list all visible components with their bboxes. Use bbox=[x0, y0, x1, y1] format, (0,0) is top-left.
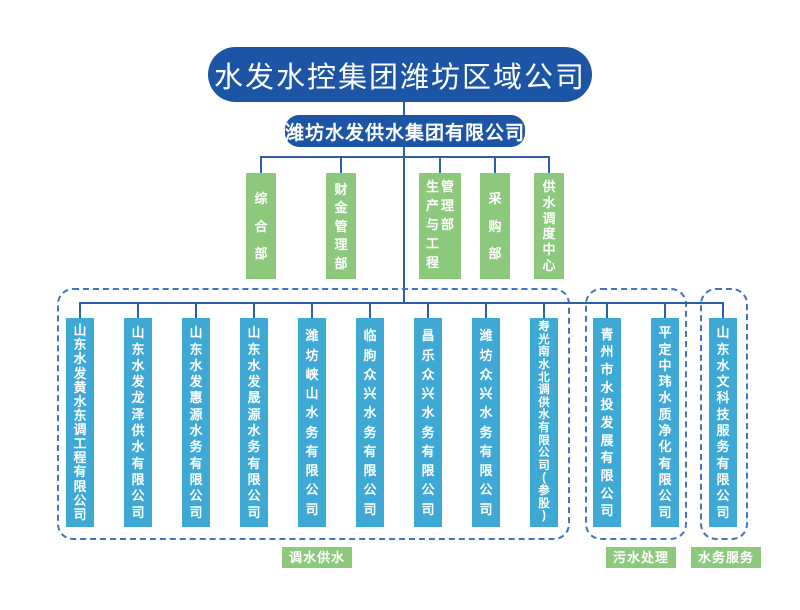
segment-outline-water-supply bbox=[57, 288, 570, 540]
dept-node-production-engineering: 生产与工程 管理部 bbox=[419, 173, 461, 279]
connector-dept-stub bbox=[439, 156, 441, 174]
connector-company-stub bbox=[427, 302, 429, 318]
connector-company-stub bbox=[369, 302, 371, 318]
connector-company-stub bbox=[664, 302, 666, 318]
connector-dept-stub bbox=[260, 156, 262, 174]
dept-node-general-office: 综合部 bbox=[246, 173, 276, 279]
segment-label-water-supply: 调水供水 bbox=[282, 547, 353, 568]
connector-company-stub bbox=[253, 302, 255, 318]
company-node: 山东水发惠源水务有限公司 bbox=[182, 318, 210, 527]
company-node: 临朐众兴水务有限公司 bbox=[356, 318, 384, 527]
dept-node-procurement: 采购部 bbox=[480, 173, 510, 279]
connector-departments-rail bbox=[260, 156, 550, 158]
connector-company-stub bbox=[722, 302, 724, 318]
segment-outline-sewage-treatment bbox=[585, 288, 687, 540]
connector-company-stub bbox=[311, 302, 313, 318]
company-node: 山东水发龙泽供水有限公司 bbox=[124, 318, 152, 527]
company-node: 山东水文科技服务有限公司 bbox=[709, 318, 737, 527]
connector-company-stub bbox=[485, 302, 487, 318]
company-node: 山东水发黄水东调工程有限公司 bbox=[66, 318, 94, 527]
company-node: 青州市水投发展有限公司 bbox=[593, 318, 621, 527]
company-node: 昌乐众兴水务有限公司 bbox=[414, 318, 442, 527]
connector-trunk bbox=[403, 147, 405, 304]
connector-company-stub bbox=[606, 302, 608, 318]
dept-node-column-left: 生产与工程 bbox=[425, 179, 439, 270]
company-node: 山东水发晟源水务有限公司 bbox=[240, 318, 268, 527]
root-company-node: 水发水控集团潍坊区域公司 bbox=[208, 47, 592, 102]
connector-dept-stub bbox=[340, 156, 342, 174]
dept-node-column-right: 管理部 bbox=[441, 179, 455, 232]
dept-node-finance: 财金管理部 bbox=[326, 173, 356, 279]
company-node: 寿光南水北调供水有限公司(参股) bbox=[530, 318, 558, 527]
connector-company-stub bbox=[79, 302, 81, 318]
connector-company-stub bbox=[137, 302, 139, 318]
segment-outline-water-services bbox=[700, 288, 748, 540]
segment-label-water-services: 水务服务 bbox=[691, 547, 762, 568]
connector-root-to-group bbox=[403, 102, 405, 115]
group-company-node: 潍坊水发供水集团有限公司 bbox=[285, 115, 525, 147]
connector-company-stub bbox=[195, 302, 197, 318]
connector-companies-rail bbox=[79, 302, 724, 304]
dept-node-water-dispatch-center: 供水调度中心 bbox=[534, 173, 564, 279]
connector-company-stub bbox=[543, 302, 545, 318]
company-node: 潍坊峡山水务有限公司 bbox=[298, 318, 326, 527]
segment-label-sewage-treatment: 污水处理 bbox=[606, 547, 677, 568]
company-node: 潍坊众兴水务有限公司 bbox=[472, 318, 500, 527]
connector-dept-stub bbox=[548, 156, 550, 174]
connector-dept-stub bbox=[494, 156, 496, 174]
company-node: 平定中玮水质净化有限公司 bbox=[651, 318, 679, 527]
